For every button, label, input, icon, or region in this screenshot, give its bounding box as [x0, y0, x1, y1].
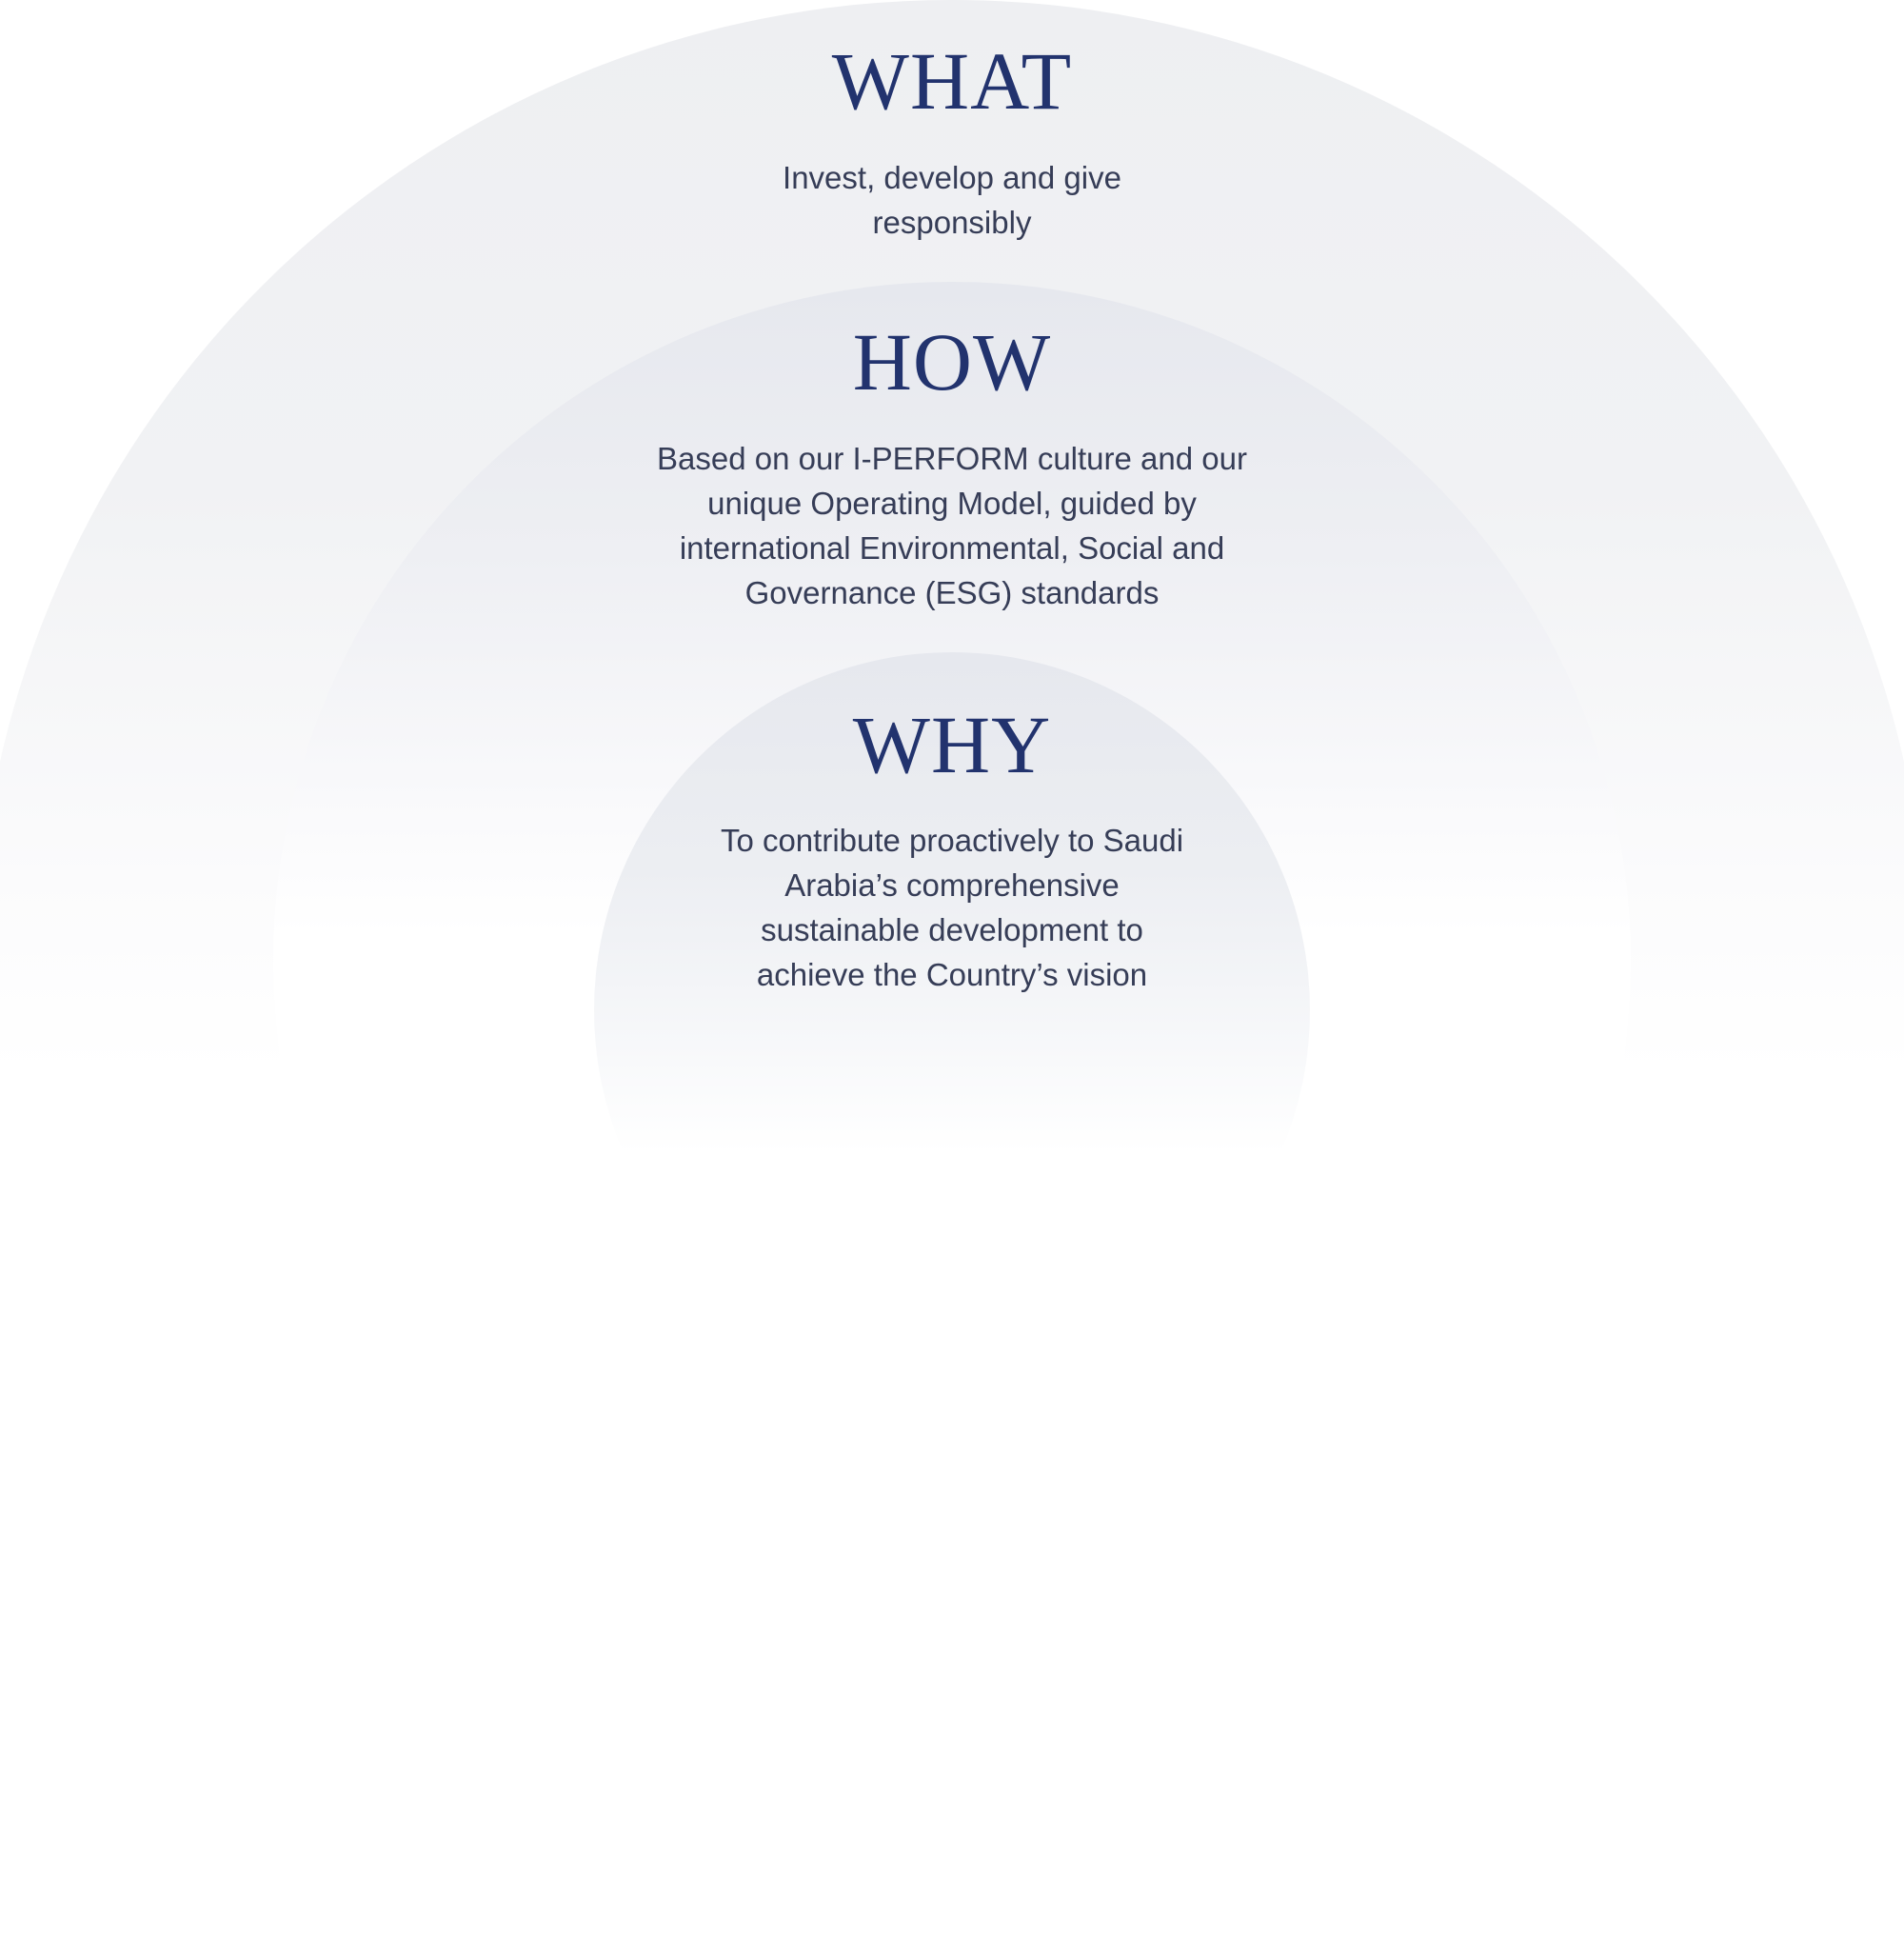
- why-line: To contribute proactively to Saudi: [720, 823, 1184, 858]
- what-line: Invest, develop and give: [783, 160, 1121, 195]
- how-line: Governance (ESG) standards: [744, 575, 1160, 610]
- how-heading: HOW: [852, 316, 1052, 408]
- how-line: unique Operating Model, guided by: [707, 486, 1197, 521]
- how-line: international Environmental, Social and: [679, 530, 1225, 566]
- what-line: responsibly: [872, 205, 1032, 240]
- what-description: Invest, develop and give responsibly: [0, 155, 1904, 245]
- why-line: achieve the Country’s vision: [756, 957, 1148, 992]
- how-description: Based on our I-PERFORM culture and our u…: [0, 436, 1904, 615]
- what-heading: WHAT: [831, 35, 1073, 127]
- how-line: Based on our I-PERFORM culture and our: [657, 441, 1247, 476]
- why-heading: WHY: [852, 699, 1052, 790]
- why-line: Arabia’s comprehensive: [784, 867, 1120, 903]
- why-description: To contribute proactively to Saudi Arabi…: [0, 818, 1904, 997]
- why-line: sustainable development to: [761, 912, 1143, 947]
